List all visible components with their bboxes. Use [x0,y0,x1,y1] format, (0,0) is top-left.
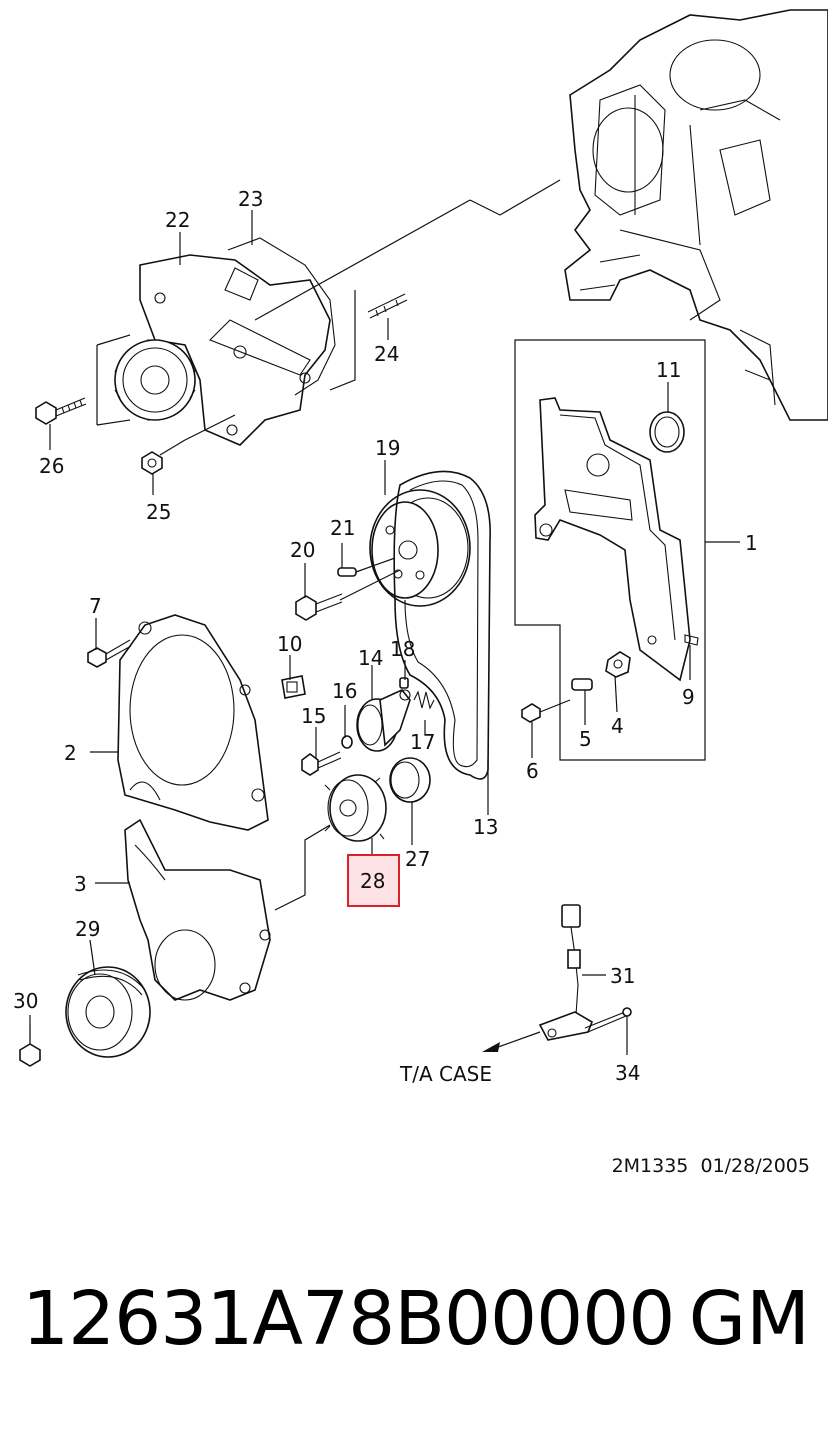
upper-cover [117,614,269,831]
nut-25 [141,451,163,475]
pin-21 [337,567,357,577]
bolt-20 [295,593,343,621]
bolt-15 [301,751,342,776]
timing-belt [393,470,491,780]
callout-15: 15 [301,704,326,728]
callout-11: 11 [656,358,681,382]
camshaft-pulley [369,489,471,607]
callout-27: 27 [405,847,430,871]
callout-7: 7 [89,594,102,618]
exploded-parts-diagram: 1 2 3 4 5 6 7 9 10 11 13 14 15 16 17 18 … [13,9,828,1086]
flange-27 [389,757,431,803]
lower-cover [124,818,271,1001]
callout-20: 20 [290,538,315,562]
callout-19: 19 [375,436,400,460]
direction-arrow [482,1042,500,1052]
bolt-26 [35,397,87,425]
clip-10 [281,675,306,699]
callout-10: 10 [277,632,302,656]
bolt-34 [584,1007,632,1033]
bolt-18 [399,677,409,689]
callout-2: 2 [64,741,77,765]
callout-22: 22 [165,208,190,232]
callout-14: 14 [358,646,383,670]
callout-18: 18 [390,637,415,661]
callout-24: 24 [374,342,399,366]
callout-9: 9 [682,685,695,709]
washer-16 [341,735,353,749]
callout-25: 25 [146,500,171,524]
callout-labels: 1 2 3 4 5 6 7 9 10 11 13 14 15 16 17 18 … [13,187,758,1086]
tensioner [356,689,411,752]
highlight-box [347,854,400,907]
spring-17 [413,690,435,710]
callout-21: 21 [330,516,355,540]
callout-29: 29 [75,917,100,941]
inner-cover [514,339,706,761]
callout-23: 23 [238,187,263,211]
callout-16: 16 [332,679,357,703]
callout-6: 6 [526,759,539,783]
callout-4: 4 [611,714,624,738]
stud-24 [367,293,408,319]
diagram-reference: 2M1335 01/28/2005 [611,1155,810,1177]
pin-5 [571,678,593,691]
brand-name: GM [688,1276,810,1362]
crankshaft-sprocket [324,774,387,842]
callout-34: 34 [615,1061,640,1085]
callout-13: 13 [473,815,498,839]
callout-26: 26 [39,454,64,478]
callout-30: 30 [13,989,38,1013]
engine-block [564,9,828,421]
callout-1: 1 [745,531,758,555]
bolt-7 [87,639,132,668]
ta-case-label: T/A CASE [399,1062,492,1086]
callout-17: 17 [410,730,435,754]
callout-3: 3 [74,872,87,896]
water-pump [139,237,336,446]
callout-31: 31 [610,964,635,988]
water-pump-gear [114,339,196,421]
crankshaft-pulley [65,966,151,1058]
bolt-6 [521,699,571,723]
leader-lines [29,210,740,1055]
callout-5: 5 [579,727,592,751]
bushing-4 [605,651,631,678]
crank-sensor [538,904,593,1041]
callout-28: 28 [360,869,385,893]
part-number: 12631A78B00000 [22,1276,675,1362]
